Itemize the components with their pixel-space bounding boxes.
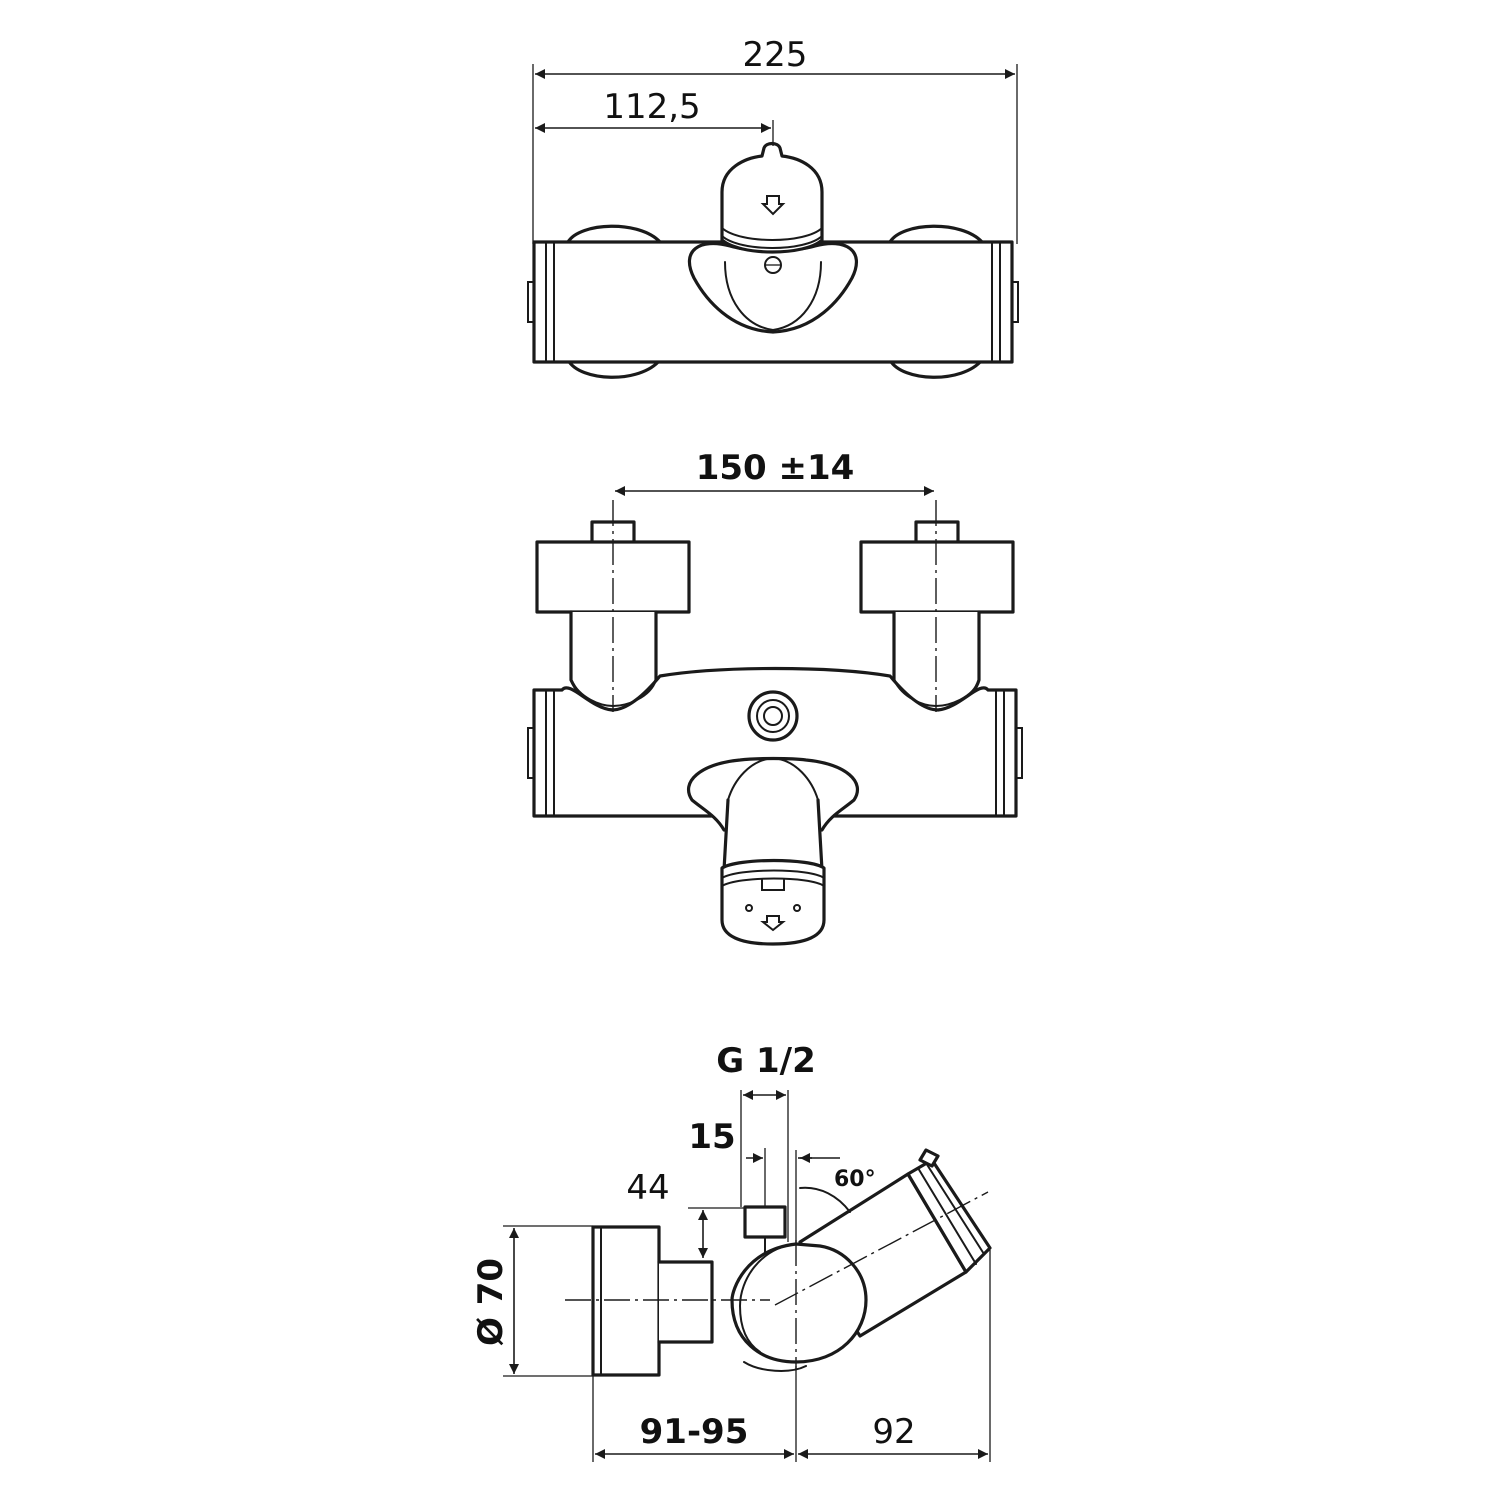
top-view-handle <box>720 141 824 254</box>
top-view-rosette-right-upper <box>888 224 984 244</box>
dimension-angle: 60° <box>834 1167 876 1192</box>
top-view-end-cap-left <box>527 281 535 323</box>
dimension-half-width: 112,5 <box>603 87 700 127</box>
side-view: 60° G 1/2 15 44 Ø 70 91-95 92 <box>471 1041 992 1462</box>
side-view-spout-tab <box>918 1148 940 1168</box>
top-view-rosette-left-lower <box>566 358 662 379</box>
side-view-fitting <box>743 1205 787 1239</box>
front-view-handle-notch <box>761 879 785 891</box>
dimension-offset-15: 15 <box>688 1117 735 1157</box>
dimension-thread: G 1/2 <box>716 1041 815 1081</box>
angle-arc <box>799 1186 851 1213</box>
front-view-down-arrow-icon <box>760 915 786 932</box>
front-view: 150 ±14 <box>527 448 1023 946</box>
top-view-end-cap-right <box>1011 281 1019 323</box>
top-view-spout-collar-inner <box>724 261 822 332</box>
front-view-handle <box>720 858 826 946</box>
dimension-overall-width: 225 <box>743 35 808 75</box>
front-view-body <box>532 666 1018 818</box>
dimension-offset-44: 44 <box>626 1168 669 1208</box>
side-view-spout-cap <box>906 1158 992 1274</box>
front-view-nut-right <box>859 540 1015 614</box>
top-view-rosette-left-upper <box>566 224 662 244</box>
side-view-nut <box>591 1225 661 1377</box>
top-view-spout-collar <box>687 241 859 334</box>
side-view-pipe <box>657 1260 714 1344</box>
dimension-projection: 92 <box>872 1412 915 1452</box>
down-arrow-icon <box>760 195 786 216</box>
top-view-handle-ring <box>721 227 823 241</box>
top-view: 225 112,5 <box>527 35 1019 379</box>
dimension-depth-range: 91-95 <box>640 1412 749 1452</box>
dimension-inlet-spacing: 150 ±14 <box>696 448 855 488</box>
top-view-rosette-right-lower <box>888 358 984 379</box>
dimension-diameter: Ø 70 <box>471 1258 511 1346</box>
